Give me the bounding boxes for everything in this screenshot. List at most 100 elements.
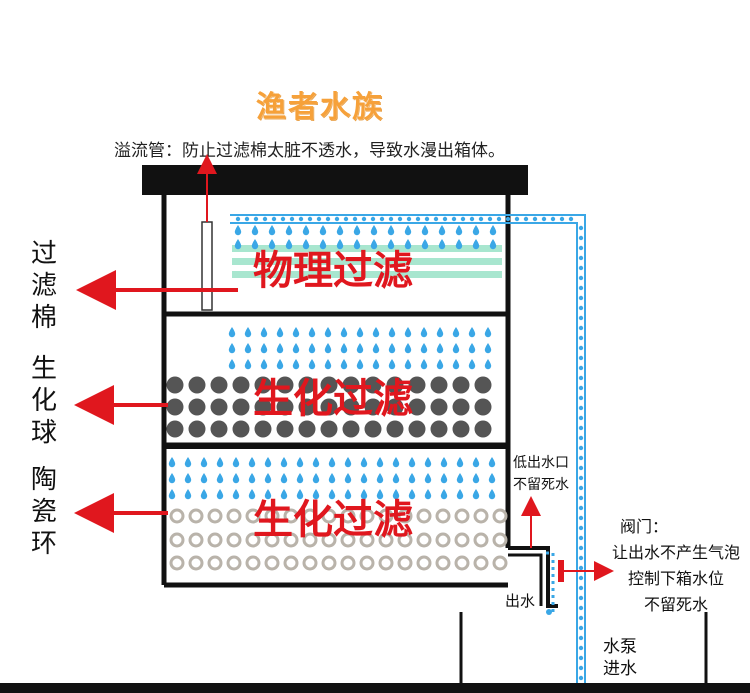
pipe-water-dot: [578, 385, 584, 391]
water-drop: [489, 225, 497, 236]
water-drop: [387, 225, 395, 236]
bio-ball: [298, 398, 316, 416]
water-drop: [392, 473, 400, 484]
pipe-water-dot: [262, 216, 268, 222]
ceramic-ring: [340, 508, 356, 524]
pipe-water-dot: [578, 465, 584, 471]
water-drop: [456, 473, 464, 484]
zone-bio-filter-upper: 生化过滤: [253, 376, 413, 422]
water-drop: [280, 473, 288, 484]
water-drop: [420, 359, 428, 370]
pipe-water-dot: [578, 455, 584, 461]
ceramic-ring: [169, 532, 185, 548]
pipe-water-dot: [578, 245, 584, 251]
pipe-water-dot: [289, 216, 295, 222]
pipe-water-dot: [578, 575, 584, 581]
pipe-water-dot: [578, 395, 584, 401]
bio-ball: [342, 398, 360, 416]
water-drop: [360, 457, 368, 468]
water-drop: [424, 489, 432, 500]
pipe-water-dot: [578, 375, 584, 381]
ceramic-ring: [226, 532, 242, 548]
bio-ball: [188, 398, 206, 416]
bio-ball: [364, 376, 382, 394]
pipe-water-dot: [334, 216, 340, 222]
water-drop: [292, 327, 300, 338]
pipe-water-dot: [578, 415, 584, 421]
ceramic-ring: [378, 532, 394, 548]
water-drop: [228, 327, 236, 338]
water-drop: [344, 457, 352, 468]
bio-ball: [188, 420, 206, 438]
pipe-water-dot: [578, 545, 584, 551]
pipe-water-dot: [578, 435, 584, 441]
bio-ball: [364, 420, 382, 438]
bio-ball: [254, 398, 272, 416]
ceramic-ring: [454, 508, 470, 524]
water-drop: [296, 473, 304, 484]
bio-ball: [342, 376, 360, 394]
pipe-water-dot: [244, 216, 250, 222]
ceramic-ring: [454, 532, 470, 548]
bio-ball: [188, 376, 206, 394]
ceramic-ring: [397, 508, 413, 524]
ceramic-ring: [283, 532, 299, 548]
label-bio-ball: 生化球: [30, 354, 57, 448]
water-drop: [234, 239, 242, 250]
water-drop: [424, 457, 432, 468]
pipe-water-dot: [578, 495, 584, 501]
water-drop: [276, 327, 284, 338]
pipe-water-dot: [568, 216, 574, 222]
ceramic-ring: [435, 508, 451, 524]
water-drop: [472, 239, 480, 250]
valve-note: 阀门： 让出水不产生气泡 控制下箱水位 不留死水: [611, 517, 740, 614]
water-drop: [392, 457, 400, 468]
bio-ball: [210, 376, 228, 394]
pipe-water-dot: [379, 216, 385, 222]
pipe-water-dot: [280, 216, 286, 222]
ceramic-ring: [169, 555, 185, 571]
pipe-water-dot: [388, 216, 394, 222]
pipe-water-dot: [578, 265, 584, 271]
pipe-water-dot: [316, 216, 322, 222]
brand-title: 渔者水族: [256, 90, 384, 125]
pipe-water-dot: [460, 216, 466, 222]
bio-ball: [408, 420, 426, 438]
label-ceramic-ring: 陶瓷环: [30, 465, 57, 559]
bio-ball: [430, 398, 448, 416]
ceramic-ring: [473, 508, 489, 524]
bio-ball: [408, 398, 426, 416]
water-drop: [388, 327, 396, 338]
water-drop: [244, 343, 252, 354]
ceramic-ring: [264, 555, 280, 571]
ceramic-ring: [207, 532, 223, 548]
water-drop: [421, 225, 429, 236]
ceramic-ring: [378, 555, 394, 571]
outlet-label: 出水: [505, 592, 536, 610]
pipe-water-dot: [578, 335, 584, 341]
ceramic-ring: [397, 532, 413, 548]
bio-ball: [474, 398, 492, 416]
water-drop: [376, 473, 384, 484]
pipe-water-dot: [370, 216, 376, 222]
bio-ball: [452, 398, 470, 416]
pipe-water-dot: [578, 635, 584, 641]
water-drop: [296, 457, 304, 468]
bio-ball: [430, 376, 448, 394]
water-drop: [404, 327, 412, 338]
water-drop: [268, 225, 276, 236]
water-drop: [484, 343, 492, 354]
ceramic-ring: [340, 555, 356, 571]
pipe-water-dot: [253, 216, 259, 222]
pipe-water-dot: [578, 365, 584, 371]
water-drop: [436, 343, 444, 354]
water-drop: [228, 359, 236, 370]
pipe-water-dot: [578, 255, 584, 261]
ceramic-ring: [207, 555, 223, 571]
water-drop: [438, 239, 446, 250]
ceramic-ring: [492, 508, 508, 524]
pipe-water-dot: [343, 216, 349, 222]
water-drop: [280, 457, 288, 468]
pipe-water-dot: [578, 475, 584, 481]
water-drop: [452, 327, 460, 338]
